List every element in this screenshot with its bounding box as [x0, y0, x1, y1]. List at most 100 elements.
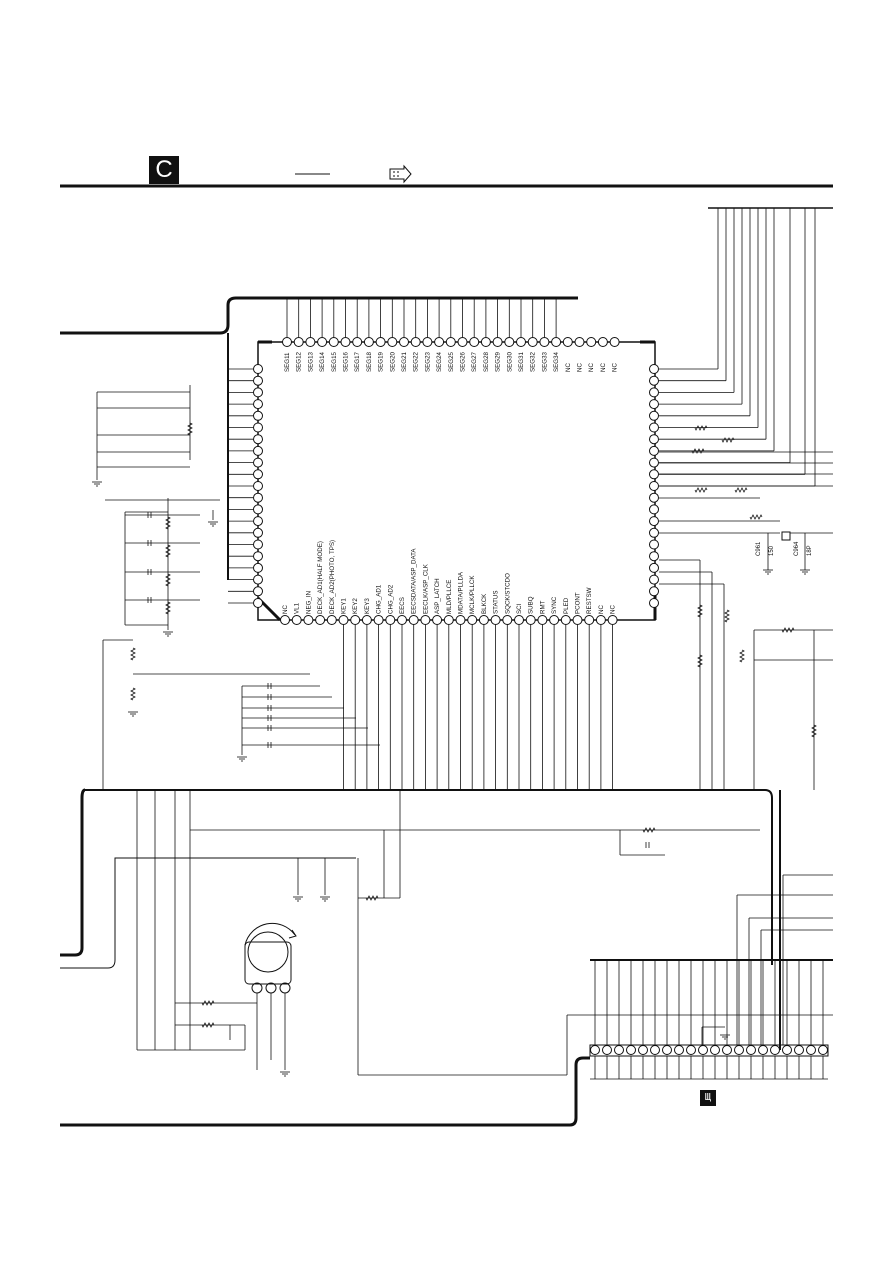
ic-right-pin	[649, 364, 659, 374]
ic-left-pin	[253, 387, 263, 398]
connector-pin	[614, 1045, 624, 1055]
ic-top-pin	[539, 337, 550, 347]
ic-right-pin	[649, 469, 659, 480]
ic-bottom-pin-label: KEY2	[352, 598, 359, 614]
resistor	[691, 448, 705, 454]
ic-bottom-pin	[478, 615, 489, 625]
ic-top-pin	[480, 337, 491, 347]
resistor	[165, 601, 171, 615]
ic-bottom-pin-label: MLD/PLLCE	[446, 580, 453, 614]
ic-left-pin	[253, 551, 263, 562]
ic-left-pin	[253, 375, 263, 386]
ic-top-pin	[551, 337, 562, 347]
ic-top-pin-label: SEG26	[460, 351, 467, 372]
ic-top-pin-label: SEG32	[530, 351, 537, 372]
ic-right-pin	[649, 387, 659, 398]
ic-top-pin	[457, 337, 468, 347]
ic-bottom-pin	[607, 615, 618, 625]
resistor	[201, 1022, 215, 1028]
ic-bottom-pin-label: VL1	[294, 602, 301, 614]
ic-top-pin	[562, 337, 573, 347]
ic-bottom-pin-label: BLKCK	[481, 593, 488, 614]
resistor	[694, 425, 708, 431]
resistor	[365, 895, 379, 901]
ic-left-pin	[253, 422, 263, 433]
ic-bottom-pin	[303, 615, 314, 625]
ic-top-pin	[574, 337, 585, 347]
ic-top-pin-label: SEG21	[401, 351, 408, 372]
ic-bottom-pin-label: STATUS	[493, 591, 500, 615]
ic-bottom-pin	[560, 615, 571, 625]
ic-right-pin	[649, 598, 659, 608]
ic-left-pin	[253, 586, 263, 597]
resistor	[781, 627, 795, 633]
c964-ref: C964	[794, 541, 800, 556]
ic-top-pin-label: SEG20	[389, 351, 396, 372]
ic-bottom-pin-label: KEY3	[364, 598, 371, 614]
connector-pin	[782, 1045, 792, 1055]
ic-bottom-pin	[572, 615, 583, 625]
ic-bottom-pin	[595, 615, 606, 625]
ic-bottom-pin-label: NC	[610, 605, 617, 614]
ic-bottom-pin-label: KEY1	[341, 598, 348, 614]
ic-top-pin	[445, 337, 456, 347]
ic-bottom-pin-label: MCLK/PLLCK	[469, 575, 476, 614]
ic-left-pin	[253, 364, 263, 374]
ic-top-pin-label: SEG19	[378, 351, 385, 372]
connector-pin	[650, 1045, 660, 1055]
ic-right-pin	[649, 434, 659, 445]
ic-top-pin	[516, 337, 526, 347]
ic-bottom-pin	[525, 615, 536, 625]
ic-top-pin-label: SEG15	[331, 351, 338, 372]
ic-right-pin	[649, 562, 659, 573]
resistor	[130, 687, 136, 701]
resistor	[721, 437, 735, 443]
ic-top-pin-label: SEG23	[424, 351, 431, 372]
resistor	[165, 573, 171, 587]
ic-top-pin-label: NC	[588, 363, 595, 372]
ic-top-pin-label: SEG30	[506, 351, 513, 372]
connector-pin	[722, 1045, 732, 1055]
ic-bottom-pin	[373, 615, 384, 625]
ic-right-pin	[649, 399, 659, 410]
ic-left-pin	[253, 539, 263, 550]
ic-right-pin	[649, 551, 659, 562]
connector-pin	[746, 1045, 756, 1055]
ic-left-pin	[253, 445, 263, 456]
ic-bottom-pin-label: NEG_IN	[305, 591, 312, 614]
c961-ref: C961	[756, 541, 762, 556]
ic-top-pin	[293, 337, 304, 347]
ic-left-pin	[253, 469, 263, 480]
connector-pin	[602, 1045, 612, 1055]
ic-right-pin	[649, 457, 659, 468]
resistor	[739, 649, 745, 663]
ic-top-pin	[597, 337, 608, 347]
ic-right-pin	[649, 422, 659, 433]
ic-bottom-pin-label: ASP_LATCH	[434, 578, 441, 614]
ic-top-pin	[504, 337, 515, 347]
ic-top-pin	[375, 337, 386, 347]
ic-bottom-pin-label: DECK_AD2(PHOTO, TPS)	[329, 540, 336, 614]
connector-pin	[758, 1045, 768, 1055]
ic-top-pin	[305, 337, 316, 347]
ic-bottom-pin	[408, 615, 419, 625]
resistor	[697, 654, 703, 668]
ic-bottom-pin	[514, 615, 524, 625]
ic-bottom-pin	[584, 615, 595, 625]
connector-pin	[686, 1045, 696, 1055]
ic-top-pin-label: SEG16	[343, 351, 350, 372]
ic-left-pin	[253, 598, 263, 608]
ic-bottom-pin	[385, 615, 396, 625]
ic-right-pin	[649, 504, 659, 515]
connector-pin	[590, 1045, 600, 1055]
resistor	[130, 647, 136, 661]
ic-right-pin	[649, 481, 659, 491]
ic-bottom-pin	[467, 615, 478, 625]
ic-right-pin	[649, 410, 659, 421]
ic-bottom-pin	[455, 615, 466, 625]
ic-left-pin	[253, 481, 263, 491]
ic-bottom-pin-label: CHG_AD2	[387, 584, 394, 614]
resistor	[165, 544, 171, 558]
ic-bottom-pin	[291, 615, 302, 625]
ic-bottom-pin-label: PLED	[563, 597, 570, 614]
